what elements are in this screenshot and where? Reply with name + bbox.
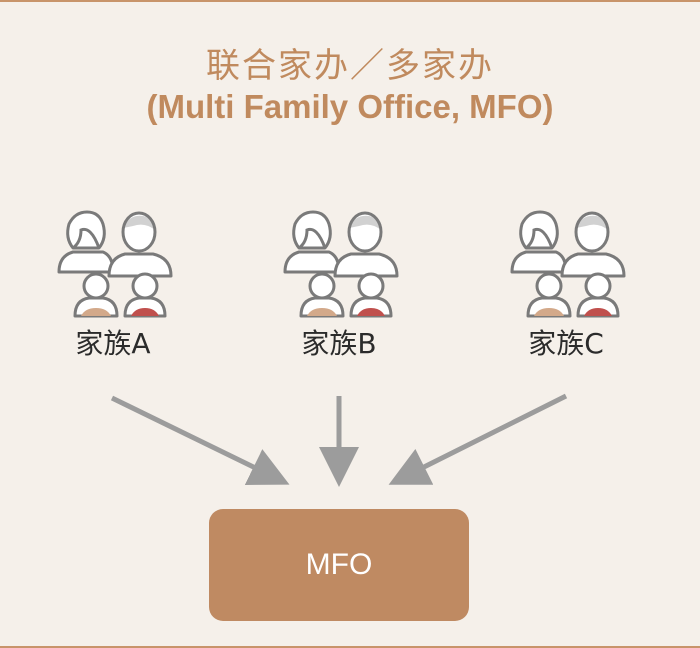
diagram-title-chinese: 联合家办／多家办 xyxy=(206,46,494,86)
family-label: 家族B xyxy=(301,327,377,360)
family-c: 家族C xyxy=(496,208,636,362)
family-label: 家族C xyxy=(528,327,604,360)
family-label: 家族A xyxy=(75,327,151,360)
mfo-label: MFO xyxy=(305,548,373,581)
arrow-c xyxy=(388,393,568,485)
diagram-title-english: (Multi Family Office, MFO) xyxy=(146,88,554,125)
bottom-border xyxy=(0,646,700,648)
top-border xyxy=(0,0,700,2)
family-a: 家族A xyxy=(43,208,183,362)
family-b: 家族B xyxy=(269,208,409,362)
arrow-a xyxy=(110,395,290,486)
mfo-box: MFO xyxy=(209,509,469,621)
